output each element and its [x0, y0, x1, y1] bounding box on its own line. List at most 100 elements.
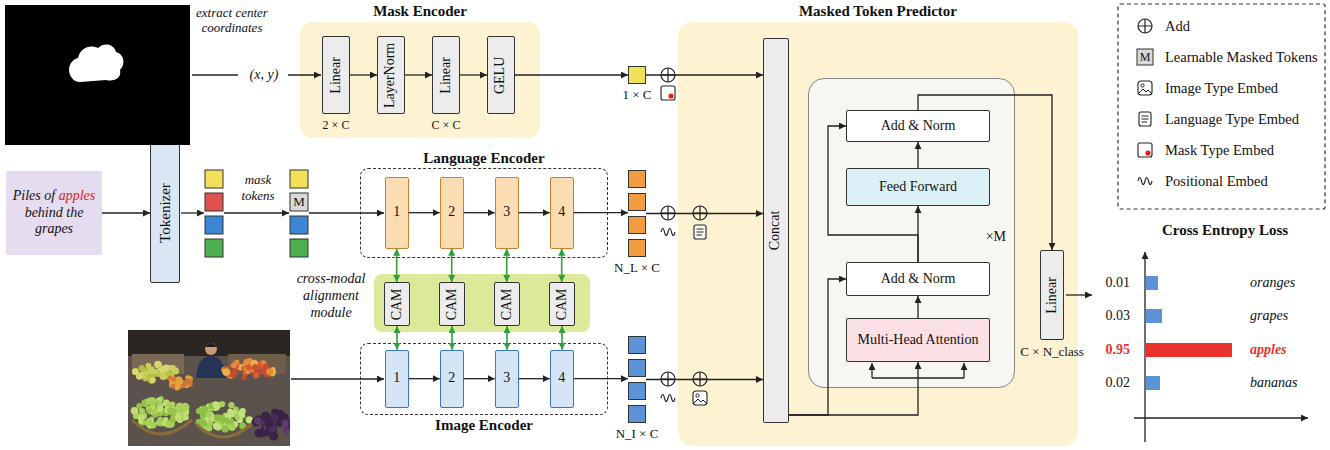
encoder-group: 1234Language Encoder	[360, 168, 608, 258]
token-square	[628, 66, 646, 84]
connector-arrow	[409, 212, 440, 213]
encoder-block: 2	[440, 350, 464, 408]
token-stack: N_L × C	[628, 170, 646, 257]
node-label: Linear	[438, 57, 455, 94]
connector-arrow	[519, 212, 550, 213]
module-panel: ConcatAdd & NormFeed ForwardAdd & NormMu…	[678, 22, 1078, 446]
flow-arrow	[871, 363, 872, 378]
connector-arrow	[451, 326, 453, 350]
token-square	[290, 239, 308, 257]
node-label: Concat	[768, 211, 785, 251]
layer-box: Feed Forward	[846, 168, 990, 206]
annotation-label: C × C	[426, 117, 466, 133]
node-heading: 1 × C	[622, 87, 651, 102]
encoder-block: 2	[440, 177, 464, 249]
node-label: 4	[558, 370, 565, 387]
connector-arrow	[917, 296, 918, 318]
mask-image	[5, 5, 190, 145]
annotation-label: extract center coordinates	[195, 5, 269, 35]
connector-arrow	[918, 95, 1052, 250]
image-embed-icon	[693, 391, 707, 405]
add-symbol	[661, 372, 675, 386]
connector-arrow	[506, 326, 508, 350]
annotation-label: bananas	[1250, 375, 1325, 391]
node-label: Add & Norm	[881, 118, 956, 135]
connector-arrow	[828, 126, 918, 262]
layer-box: Linear	[1040, 250, 1064, 340]
cam-box: CAM	[494, 282, 520, 326]
token-square	[628, 336, 646, 354]
connector-arrow	[409, 378, 440, 379]
add-symbol	[693, 372, 707, 386]
node-label: Linear	[328, 57, 345, 94]
flow-arrow	[181, 212, 204, 213]
node-label: Feed Forward	[879, 179, 957, 196]
node-heading: Mask Encoder	[240, 3, 600, 20]
encoder-block: 4	[550, 177, 574, 249]
image-embed-icon	[1138, 81, 1152, 95]
token-square	[290, 170, 308, 188]
annotation-label: (x, y)	[240, 67, 288, 83]
layer-box: Concat	[763, 38, 789, 423]
encoder-block: 1	[385, 177, 409, 249]
annotation-label: 0.95	[1088, 342, 1130, 358]
annotation-label: grapes	[1250, 308, 1325, 324]
mask-embed-icon	[1138, 143, 1152, 157]
probability-bar	[1146, 343, 1232, 357]
mask-blob	[69, 45, 123, 82]
annotation-label: 0.03	[1088, 308, 1130, 324]
legend-text: Image Type Embed	[1165, 79, 1278, 97]
market-photo	[128, 330, 290, 446]
connector-arrow	[917, 142, 918, 168]
connector-arrow	[519, 378, 550, 379]
cam-box: CAM	[439, 282, 465, 326]
node-label: 3	[503, 204, 510, 221]
add-symbol	[1138, 19, 1152, 33]
node-label: CAM	[389, 288, 406, 320]
annotation-label: apples	[1250, 342, 1325, 358]
node-heading: ×M	[986, 229, 1006, 246]
annotation-label: oranges	[1250, 275, 1325, 291]
annotation-label: M	[290, 194, 308, 210]
connector-arrow	[396, 249, 398, 282]
flow-arrow	[224, 212, 289, 213]
token-square	[628, 170, 646, 188]
node-label: GELU	[493, 56, 510, 93]
connector-arrow	[515, 74, 628, 75]
node-heading: N_I × C	[616, 426, 659, 441]
token-square	[628, 239, 646, 257]
connector-arrow	[789, 279, 846, 415]
add-symbol	[661, 206, 675, 220]
token-square	[290, 193, 308, 211]
attention-inputs	[872, 377, 964, 378]
token-square	[628, 382, 646, 400]
legend-text: Mask Type Embed	[1165, 141, 1274, 159]
positional-embed-icon	[1138, 178, 1152, 185]
token-stack	[205, 170, 223, 257]
positional-embed-icon	[661, 395, 675, 402]
flow-arrow	[1066, 294, 1092, 295]
encoder-group: 1234Image Encoder	[360, 343, 608, 415]
layer-box: Multi-Head Attention	[846, 318, 990, 362]
flow-arrow	[309, 212, 384, 213]
cam-box: CAM	[549, 282, 575, 326]
mask-embed-icon	[661, 86, 675, 100]
chart-axis	[1134, 417, 1308, 418]
legend-text: Add	[1165, 17, 1190, 35]
node-label: Piles of apples behind the grapes	[12, 188, 96, 238]
annotation-label: Cross Entropy Loss	[1140, 222, 1310, 238]
flow-arrow	[963, 363, 964, 378]
language-embed-icon	[694, 225, 706, 239]
connector-arrow	[646, 213, 763, 214]
node-heading: N_L × C	[614, 260, 660, 275]
language-embed-icon	[1139, 112, 1151, 126]
token-square	[290, 216, 308, 234]
legend-box	[1118, 4, 1325, 209]
encoder-block: 4	[550, 350, 574, 408]
token-square	[628, 359, 646, 377]
connector-arrow	[574, 212, 628, 213]
connector-arrow	[646, 379, 763, 380]
node-label: 2	[448, 204, 455, 221]
